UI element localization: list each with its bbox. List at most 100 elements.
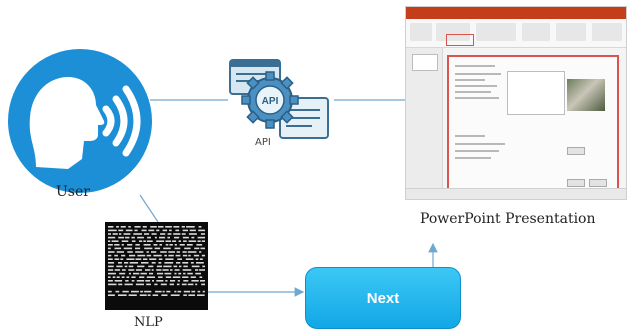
terminal-text-row	[141, 262, 149, 264]
terminal-text-row	[149, 258, 157, 260]
terminal-text-row	[145, 280, 151, 282]
terminal-text-row	[165, 258, 174, 260]
terminal-text-row	[201, 254, 205, 257]
dialog-photo	[567, 79, 605, 111]
terminal-text-row	[118, 294, 127, 296]
terminal-text-row	[118, 283, 123, 286]
slide-thumbnails	[406, 48, 443, 189]
terminal-text-row	[199, 276, 203, 278]
terminal-text-row	[191, 280, 199, 282]
terminal-text-row	[182, 262, 189, 264]
terminal-text-row	[131, 280, 135, 282]
terminal-text-row	[174, 244, 177, 246]
terminal-text-row	[168, 254, 174, 257]
terminal-text-row	[149, 272, 154, 275]
terminal-text-row	[116, 276, 120, 278]
ppt-ribbon	[406, 19, 626, 48]
terminal-text-row	[151, 269, 154, 271]
terminal-text-row	[108, 226, 114, 228]
edge-user-nlp	[139, 194, 159, 223]
terminal-text-row	[197, 236, 205, 239]
terminal-text-row	[193, 254, 200, 257]
terminal-text-row	[108, 283, 117, 286]
terminal-text-row	[120, 258, 124, 260]
terminal-text-row	[156, 269, 162, 271]
terminal-text-row	[155, 290, 162, 293]
terminal-text-row	[165, 280, 168, 282]
terminal-text-row	[116, 265, 123, 268]
terminal-text-row	[166, 290, 171, 293]
api-label: API	[255, 137, 271, 148]
next-button[interactable]: Next	[305, 267, 461, 329]
terminal-text-row	[127, 251, 133, 253]
terminal-text-row	[128, 294, 137, 296]
terminal-text-row	[108, 240, 111, 242]
terminal-text-row	[141, 229, 147, 232]
terminal-text-row	[154, 247, 161, 250]
terminal-text-row	[187, 272, 193, 275]
terminal-text-row	[200, 280, 205, 282]
terminal-text-row	[184, 247, 191, 250]
terminal-text-row	[176, 251, 180, 253]
terminal-text-row	[120, 226, 126, 228]
terminal-text-row	[176, 262, 181, 264]
terminal-text-row	[188, 294, 196, 296]
terminal-text-row	[118, 236, 125, 239]
terminal-text-row	[183, 290, 191, 293]
terminal-text-row	[139, 276, 145, 278]
terminal-text-row	[108, 280, 113, 282]
terminal-text-row	[151, 262, 156, 264]
terminal-text-row	[131, 290, 139, 293]
terminal-text-row	[167, 236, 170, 239]
terminal-text-row	[108, 262, 115, 264]
terminal-text-row	[195, 283, 198, 286]
terminal-text-row	[125, 280, 129, 282]
terminal-text-row	[148, 265, 154, 268]
terminal-text-row	[151, 233, 157, 235]
terminal-text-row	[191, 236, 195, 239]
terminal-text-row	[200, 233, 205, 235]
terminal-text-row	[169, 229, 172, 232]
user-label: User	[56, 184, 90, 200]
terminal-text-row	[129, 254, 136, 257]
terminal-text-row	[137, 254, 146, 257]
terminal-text-row	[142, 226, 147, 228]
terminal-text-row	[143, 258, 148, 260]
terminal-text-row	[199, 269, 205, 271]
terminal-text-row	[181, 283, 187, 286]
terminal-text-row	[159, 244, 162, 246]
terminal-text-row	[127, 244, 133, 246]
terminal-text-row	[201, 283, 205, 286]
terminal-text-row	[150, 226, 157, 228]
terminal-text-row	[124, 265, 128, 268]
terminal-text-row	[108, 269, 114, 271]
terminal-text-row	[160, 283, 167, 286]
terminal-text-row	[163, 265, 172, 268]
terminal-text-row	[195, 258, 199, 260]
terminal-text-row	[112, 276, 116, 278]
terminal-text-row	[114, 244, 120, 246]
terminal-text-row	[182, 276, 189, 278]
terminal-text-row	[182, 229, 188, 232]
terminal-text-row	[108, 258, 113, 260]
terminal-text-row	[123, 247, 132, 250]
terminal-text-row	[125, 236, 130, 239]
terminal-text-row	[195, 272, 201, 275]
terminal-text-row	[156, 272, 164, 275]
terminal-text-row	[169, 244, 173, 246]
terminal-text-row	[126, 258, 135, 260]
terminal-text-row	[133, 233, 142, 235]
terminal-text-row	[143, 240, 146, 242]
terminal-text-row	[129, 262, 139, 264]
terminal-text-row	[114, 254, 118, 257]
terminal-text-row	[108, 233, 111, 235]
terminal-text-row	[181, 226, 185, 228]
terminal-text-row	[167, 233, 172, 235]
terminal-text-row	[122, 290, 129, 293]
terminal-text-row	[119, 272, 126, 275]
terminal-text-row	[140, 272, 147, 275]
terminal-text-row	[177, 258, 182, 260]
terminal-text-row	[202, 265, 205, 268]
terminal-text-row	[175, 229, 180, 232]
terminal-text-row	[146, 283, 151, 286]
